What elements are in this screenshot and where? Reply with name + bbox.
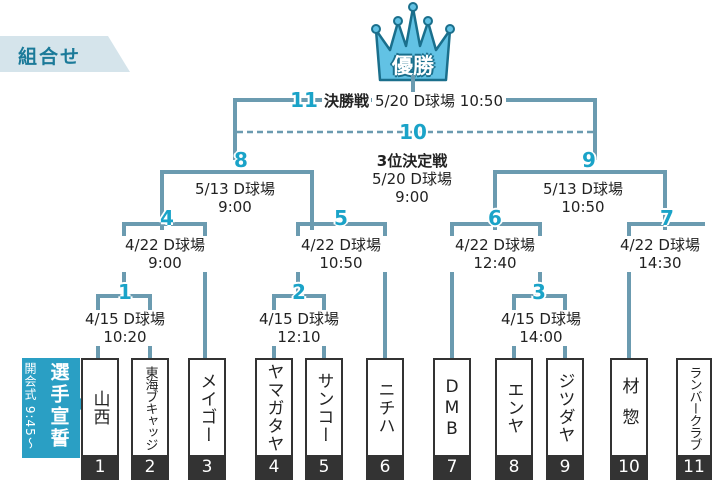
seed-number: 9 (546, 455, 584, 480)
match-number-2: 2 (292, 280, 306, 304)
final-title: 決勝戦 (322, 92, 372, 110)
team-box: ニチハ (366, 358, 404, 458)
seed-number: 3 (188, 455, 226, 480)
team-box: ヤマガタヤ (255, 358, 293, 458)
player-oath: 選手宣誓 (47, 362, 70, 450)
seed-number: 4 (255, 455, 293, 480)
final-info: 5/20 D球場 10:50 (372, 92, 506, 110)
match-number-3: 3 (532, 280, 546, 304)
ceremony-time: 開会式 9:45〜 (23, 362, 37, 450)
team-box: メイゴー (188, 358, 226, 458)
team-box: エンヤ (495, 358, 533, 458)
match-number-1: 1 (118, 280, 132, 304)
match-number-11: 11 (290, 88, 318, 112)
match-number-4: 4 (160, 206, 174, 230)
seed-number: 8 (495, 455, 533, 480)
match-number-6: 6 (488, 206, 502, 230)
team-box: ランバークラブ (676, 358, 712, 458)
seed-number: 11 (676, 455, 712, 480)
team-box: 山西 (81, 358, 119, 458)
seed-number: 1 (81, 455, 119, 480)
team-box: サンコー (305, 358, 343, 458)
team-box: 材惣 (610, 358, 648, 458)
team-box: 東海ブキャッジ (131, 358, 169, 458)
team-box: DMB (433, 358, 471, 458)
match-number-8: 8 (234, 148, 248, 172)
match-10-info: 3位決定戦 5/20 D球場 9:00 (371, 152, 452, 206)
team-box: ジツダヤ (546, 358, 584, 458)
seed-number: 10 (610, 455, 648, 480)
seed-number: 5 (305, 455, 343, 480)
match-number-7: 7 (660, 206, 674, 230)
match-number-9: 9 (582, 148, 596, 172)
champion-label: 優勝 (392, 54, 434, 78)
match-number-10: 10 (399, 120, 427, 144)
match-number-5: 5 (334, 206, 348, 230)
crown-icon (371, 2, 455, 82)
seed-number: 2 (131, 455, 169, 480)
seed-number: 7 (433, 455, 471, 480)
page-title: 組合せ (18, 46, 82, 68)
header-tag (0, 36, 130, 72)
seed-number: 6 (366, 455, 404, 480)
